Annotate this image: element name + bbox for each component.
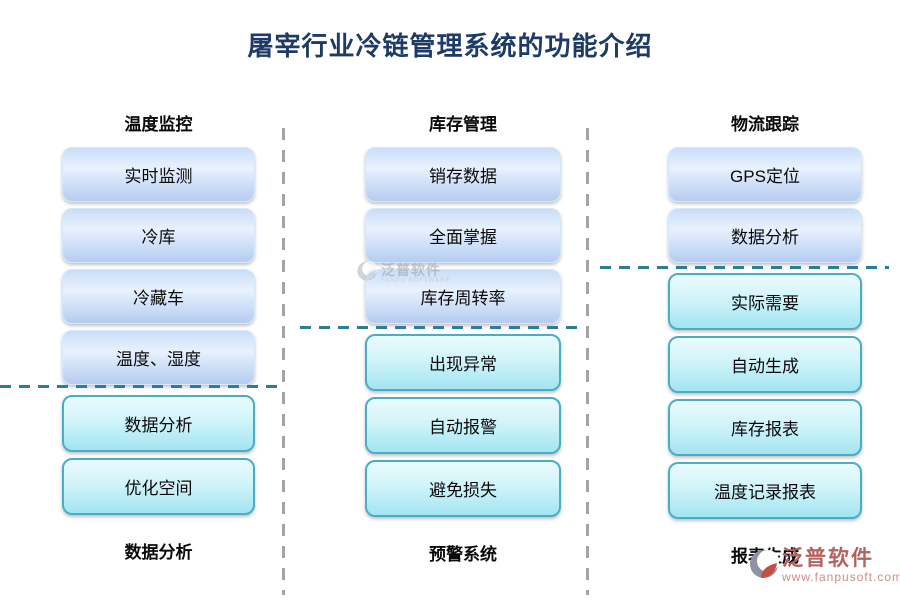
column-bottom-header: 数据分析	[124, 543, 193, 562]
cyan-function-group: 数据分析优化空间	[62, 395, 255, 521]
function-box: 销存数据	[365, 147, 561, 202]
fanpu-logo-icon	[356, 260, 378, 287]
function-box: 自动报警	[365, 397, 561, 454]
horizontal-dashed-divider-col3	[600, 266, 889, 269]
column-bottom-header: 预警系统	[429, 545, 497, 564]
vertical-dashed-divider-left	[282, 128, 285, 595]
center-watermark: 泛普软件 FANPU SOFTWARE	[356, 260, 450, 287]
function-box: GPS定位	[668, 147, 862, 202]
function-box: 温度记录报表	[668, 462, 862, 519]
function-box: 出现异常	[365, 334, 561, 391]
brand-name: 泛普软件	[782, 547, 874, 570]
page-title: 屠宰行业冷链管理系统的功能介绍	[247, 31, 653, 61]
column-temperature-monitoring: 温度监控 实时监测冷库冷藏车温度、湿度 数据分析优化空间 数据分析	[62, 112, 255, 563]
function-box: 数据分析	[62, 395, 255, 452]
function-box: 冷藏车	[62, 269, 255, 324]
brand-url: www.fanpusoft.com	[782, 570, 900, 584]
function-box: 实时监测	[62, 147, 255, 202]
function-box: 冷库	[62, 208, 255, 263]
cyan-function-group: 出现异常自动报警避免损失	[365, 334, 561, 523]
column-inventory-management: 库存管理 销存数据全面掌握库存周转率 出现异常自动报警避免损失 预警系统	[365, 112, 561, 565]
function-box: 全面掌握	[365, 208, 561, 263]
fanpu-logo-icon	[748, 548, 780, 585]
column-top-header: 物流跟踪	[731, 115, 799, 134]
function-box: 温度、湿度	[62, 330, 255, 385]
brand-footer: 泛普软件 www.fanpusoft.com	[748, 548, 900, 585]
function-box: 库存周转率	[365, 269, 561, 324]
function-box: 避免损失	[365, 460, 561, 517]
cyan-function-group: 实际需要自动生成库存报表温度记录报表	[668, 273, 862, 525]
horizontal-dashed-divider-col2	[300, 326, 585, 329]
blue-function-group: GPS定位数据分析	[668, 147, 862, 269]
vertical-dashed-divider-right	[586, 128, 589, 595]
watermark-subtext: FANPU SOFTWARE	[381, 278, 451, 284]
blue-function-group: 销存数据全面掌握库存周转率	[365, 147, 561, 330]
column-top-header: 库存管理	[429, 115, 497, 134]
function-box: 数据分析	[668, 208, 862, 263]
function-box: 自动生成	[668, 336, 862, 393]
watermark-name: 泛普软件	[381, 262, 441, 278]
function-box: 库存报表	[668, 399, 862, 456]
horizontal-dashed-divider-col1	[0, 385, 281, 388]
column-top-header: 温度监控	[124, 115, 193, 134]
function-box: 优化空间	[62, 458, 255, 515]
blue-function-group: 实时监测冷库冷藏车温度、湿度	[62, 147, 255, 391]
function-box: 实际需要	[668, 273, 862, 330]
